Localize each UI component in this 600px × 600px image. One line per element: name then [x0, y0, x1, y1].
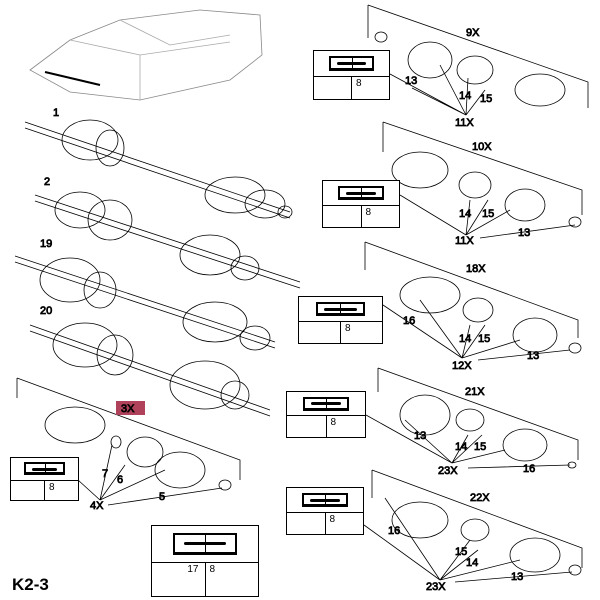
callout-shaft-2: 2 — [44, 176, 50, 188]
grease-icon: 8 — [45, 481, 78, 501]
legend-info-box: 17 8 — [151, 525, 259, 597]
oil-can-icon: 17 — [152, 563, 206, 597]
drive-shaft-2 — [34, 191, 301, 289]
manual-book-icon — [338, 185, 384, 201]
callout-15: 15 — [478, 333, 490, 345]
kit-10x-info-box: 8 — [322, 180, 400, 228]
page-code: K2-3 — [12, 575, 49, 594]
grease-icon: 8 — [326, 513, 364, 535]
grease-icon: 8 — [341, 322, 382, 344]
kit-3x-group: 4X — [90, 500, 104, 512]
oil-can-icon — [11, 480, 45, 501]
kit-10x-group: 11X — [455, 235, 474, 247]
kit-18x-title: 18X — [466, 263, 486, 275]
manual-book-icon — [329, 55, 374, 71]
callout-6: 6 — [117, 474, 123, 486]
kit-22x-info-box: 8 — [286, 487, 364, 535]
callout-14: 14 — [459, 208, 471, 220]
drive-shaft-1 — [24, 119, 293, 219]
kit-22x-title: 22X — [470, 492, 490, 504]
kit-21x-bracket — [377, 367, 579, 460]
callout-shaft-19: 19 — [40, 238, 52, 250]
grease-qty: 8 — [365, 206, 372, 218]
oil-can-icon — [323, 205, 362, 228]
callout-13: 13 — [511, 571, 523, 583]
grease-icon: 8 — [327, 416, 366, 438]
kit-9x-title: 9X — [466, 27, 480, 39]
manual-book-icon — [302, 396, 350, 411]
kit-3x-bracket — [16, 377, 241, 480]
kit-9x-group: 11X — [455, 117, 474, 129]
kit-3x-highlight — [116, 401, 145, 415]
oil-qty: 17 — [187, 564, 199, 576]
callout-16: 16 — [403, 315, 415, 327]
grease-icon: 8 — [362, 206, 400, 228]
callout-14: 14 — [459, 333, 471, 345]
manual-book-icon — [173, 533, 237, 556]
kit-3x-info-box: 8 — [10, 457, 79, 501]
kit-9x-info-box: 8 — [313, 50, 390, 100]
grease-qty: 8 — [330, 417, 337, 429]
callout-shaft-1: 1 — [53, 107, 59, 119]
oil-can-icon — [314, 76, 352, 100]
kit-9x-bracket — [367, 4, 589, 108]
callout-14: 14 — [466, 557, 478, 569]
kit-22x-group: 23X — [426, 581, 446, 593]
oil-can-icon — [287, 512, 326, 535]
callout-13: 13 — [527, 350, 539, 362]
callout-13: 13 — [414, 430, 426, 442]
callout-14: 14 — [455, 441, 467, 453]
grease-qty: 8 — [209, 564, 216, 576]
drive-shaft-19 — [14, 255, 276, 351]
callout-16: 16 — [523, 463, 535, 475]
manual-book-icon — [315, 301, 366, 317]
callout-14: 14 — [459, 90, 471, 102]
kit-18x-bracket — [364, 241, 579, 338]
kit-18x-info-box: 8 — [298, 296, 383, 344]
kit-21x-info-box: 8 — [286, 391, 366, 438]
callout-15: 15 — [455, 546, 467, 558]
grease-qty: 8 — [356, 77, 362, 89]
callout-shaft-20: 20 — [40, 305, 52, 317]
kit-10x-title: 10X — [472, 141, 492, 153]
callout-13: 13 — [405, 75, 417, 87]
grease-qty: 8 — [345, 322, 351, 334]
kit-parts — [44, 31, 582, 576]
kit-10x-bracket — [382, 121, 583, 215]
kit-21x-group: 23X — [438, 465, 458, 477]
callout-15: 15 — [474, 441, 486, 453]
oil-can-icon — [299, 321, 341, 344]
drive-shaft-20 — [29, 322, 271, 417]
callout-15: 15 — [480, 93, 492, 105]
kit-21x-title: 21X — [465, 386, 485, 398]
grease-qty: 8 — [329, 513, 336, 525]
car-outline — [29, 9, 263, 101]
manual-book-icon — [24, 462, 65, 476]
grease-icon: 8 — [206, 563, 259, 597]
leader-lines — [77, 64, 576, 583]
grease-icon: 8 — [352, 77, 389, 100]
callout-5: 5 — [159, 491, 165, 503]
kit-3x-title: 3X — [121, 403, 135, 415]
kit-18x-group: 12X — [452, 360, 472, 372]
kit-22x-bracket — [371, 469, 583, 568]
callout-7: 7 — [102, 468, 108, 480]
callout-15: 15 — [482, 208, 494, 220]
grease-qty: 8 — [49, 481, 55, 493]
oil-can-icon — [287, 416, 327, 438]
callout-16: 16 — [388, 525, 400, 537]
callout-13: 13 — [518, 227, 530, 239]
manual-book-icon — [302, 492, 348, 508]
